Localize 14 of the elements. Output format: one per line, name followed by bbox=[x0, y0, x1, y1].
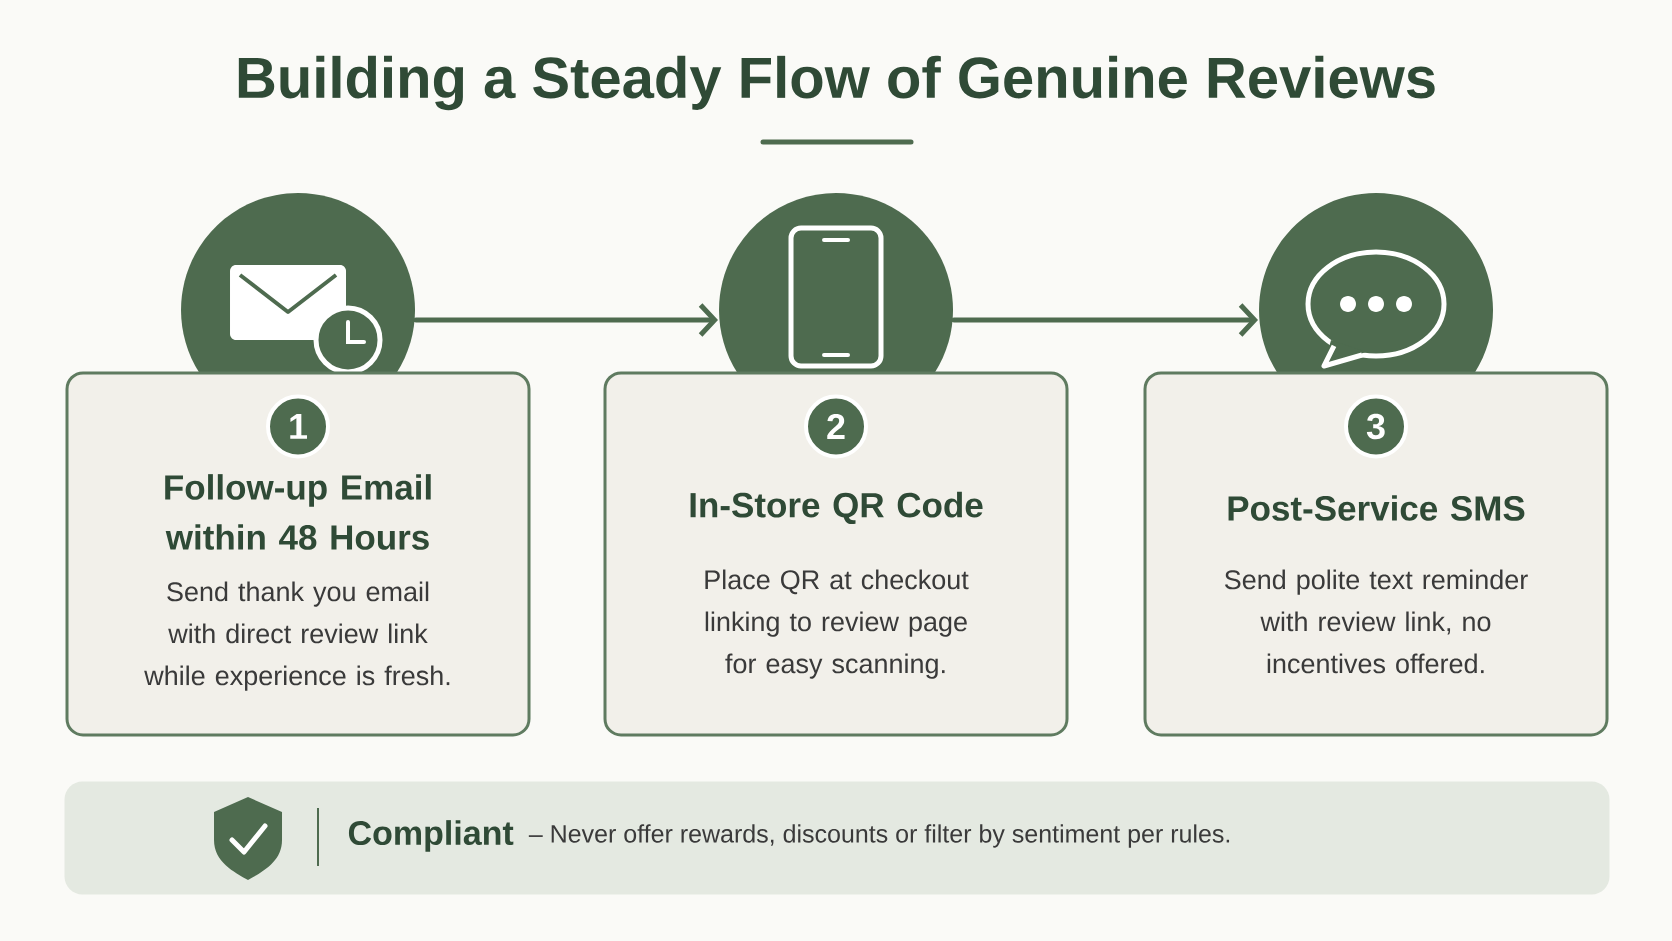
step-heading: In-Store QR Code bbox=[690, 491, 983, 525]
step-description: Send polite text reminder with review link, no incentives offered. bbox=[1224, 569, 1528, 674]
number-badge: 3 bbox=[1344, 394, 1408, 459]
arrow bbox=[951, 303, 1258, 337]
step-heading: Follow-up Email within 48 Hours bbox=[165, 474, 431, 550]
note-heading: Compliant bbox=[348, 820, 514, 852]
number-badge: 1 bbox=[266, 394, 330, 459]
title: Building a Steady Flow of Genuine Reviews bbox=[238, 55, 1435, 111]
step-heading: Post-Service SMS bbox=[1228, 495, 1525, 521]
arrow bbox=[413, 303, 718, 337]
number-badge: 2 bbox=[804, 394, 868, 459]
note-text: – Never offer rewards, discounts or filter by sentiment per rules. bbox=[528, 824, 1230, 848]
step-description: Place QR at checkout linking to review page for easy scanning. bbox=[705, 569, 969, 679]
step-description: Send thank you email with direct review link while experience is fresh. bbox=[144, 581, 450, 691]
